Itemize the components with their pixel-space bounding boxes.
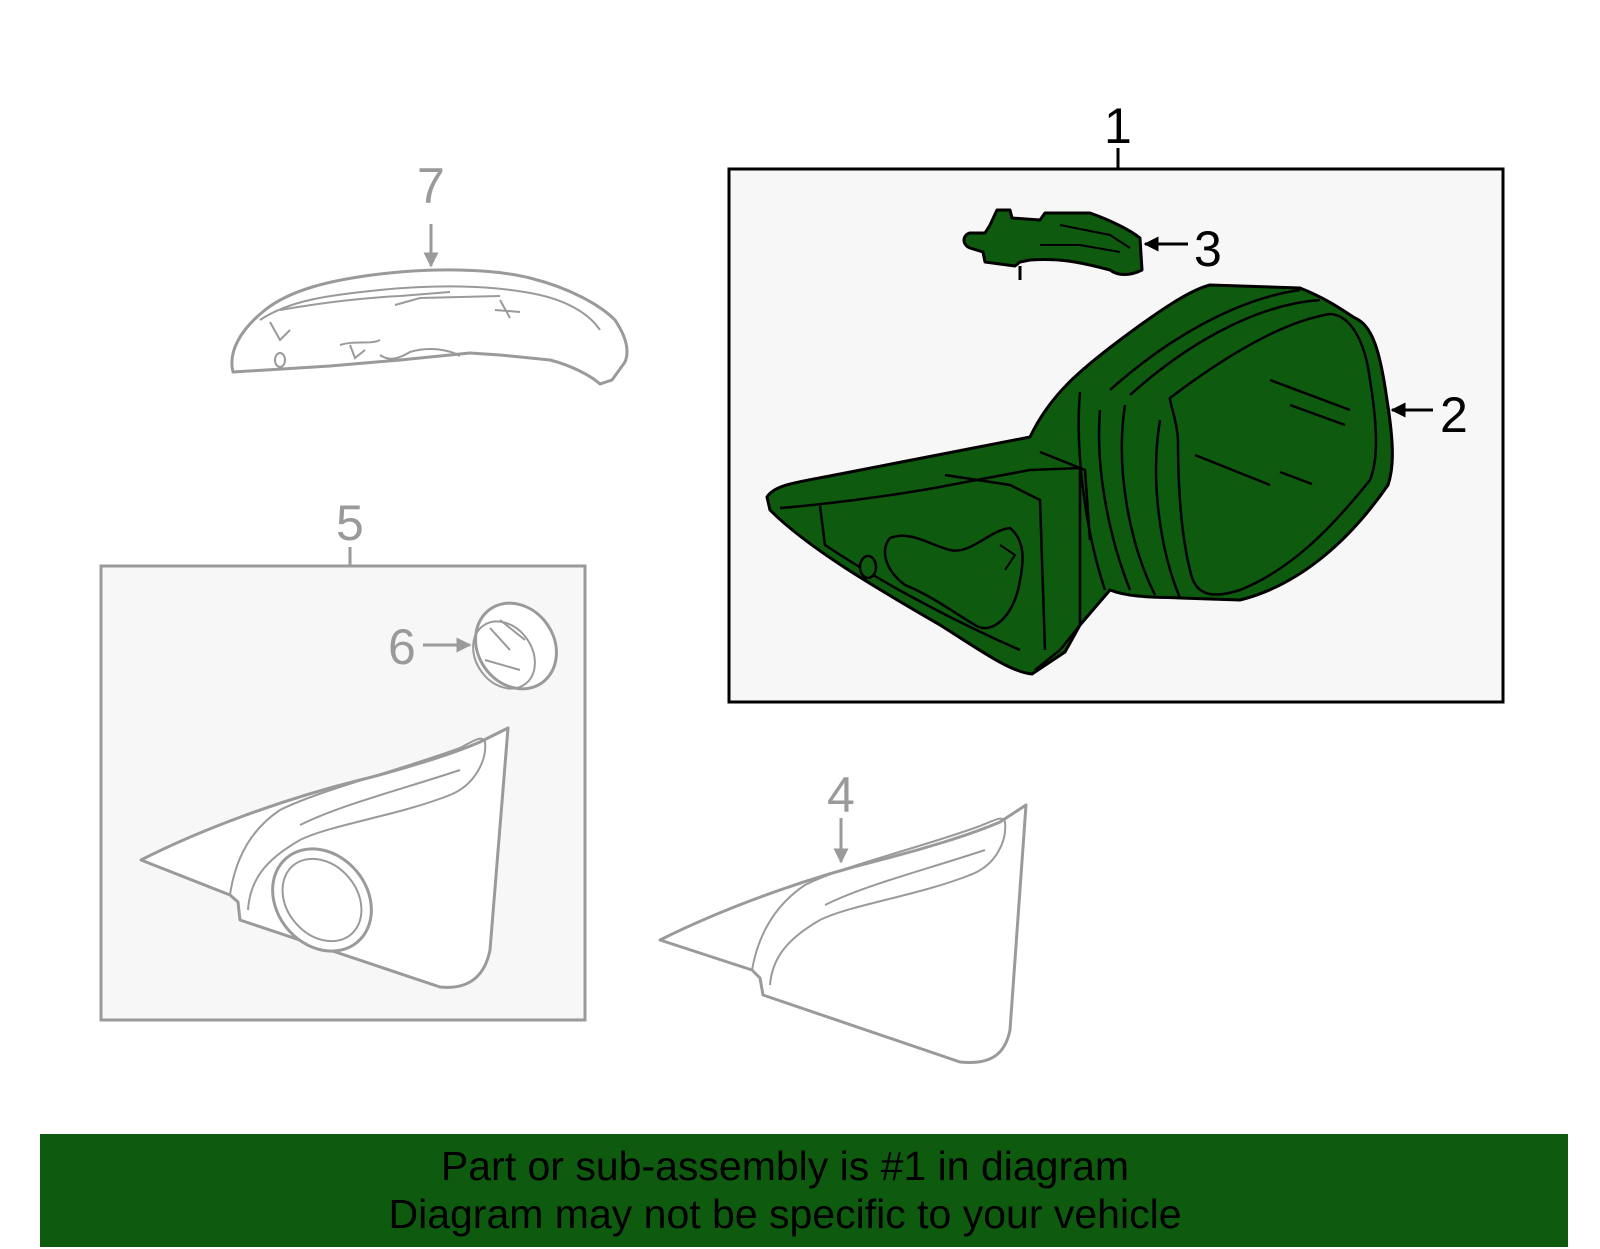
part-7-mirror-cover[interactable] <box>230 268 629 386</box>
banner-line-2: Diagram may not be specific to your vehi… <box>388 1191 1182 1237</box>
banner-line-1: Part or sub-assembly is #1 in diagram <box>440 1143 1130 1189</box>
callout-4[interactable]: 4 <box>827 767 855 823</box>
callout-5[interactable]: 5 <box>336 495 364 551</box>
info-banner: Part or sub-assembly is #1 in diagram Di… <box>40 1134 1568 1247</box>
callout-6[interactable]: 6 <box>388 619 416 675</box>
part-6-seal[interactable] <box>459 587 573 704</box>
callout-1[interactable]: 1 <box>1104 98 1132 154</box>
part-3-bracket[interactable] <box>962 208 1144 280</box>
callout-7[interactable]: 7 <box>417 158 445 214</box>
callout-2[interactable]: 2 <box>1440 387 1468 443</box>
callout-3[interactable]: 3 <box>1194 221 1222 277</box>
part-5-mirror-base[interactable] <box>139 726 510 989</box>
part-4-base-cover[interactable] <box>658 803 1028 1065</box>
part-2-mirror-housing[interactable] <box>765 283 1394 676</box>
